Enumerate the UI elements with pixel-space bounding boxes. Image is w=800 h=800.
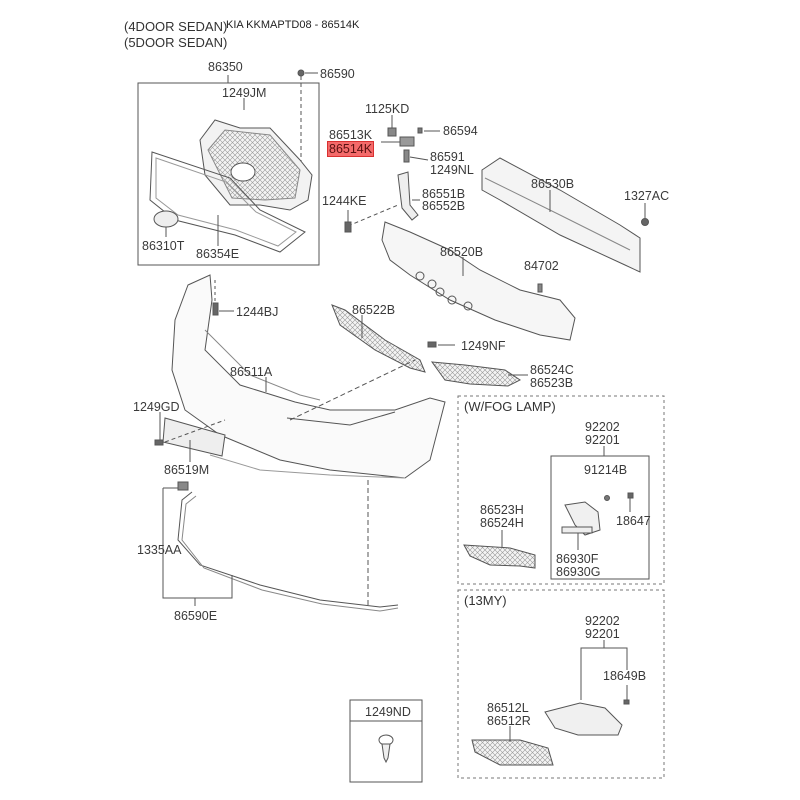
header-5door: (5DOOR SEDAN) bbox=[124, 35, 228, 50]
fog-bezel bbox=[463, 544, 536, 569]
part-label[interactable]: 86524H bbox=[480, 516, 524, 530]
part-label[interactable]: 86354E bbox=[196, 247, 240, 261]
part-label[interactable]: 86350 bbox=[208, 60, 243, 74]
header-4door: (4DOOR SEDAN) bbox=[124, 19, 228, 34]
part-label[interactable]: 86930G bbox=[556, 565, 601, 579]
lower-grille bbox=[331, 304, 426, 373]
fog-lamp-label: (W/FOG LAMP) bbox=[464, 399, 556, 414]
13my-label: (13MY) bbox=[464, 593, 507, 608]
part-label[interactable]: 1249NL bbox=[430, 163, 474, 177]
part-label[interactable]: 1249GD bbox=[133, 400, 180, 414]
part-label[interactable]: 18649B bbox=[603, 669, 647, 683]
fog-lamp-inner-box bbox=[550, 455, 650, 580]
part-label[interactable]: 86511A bbox=[230, 365, 273, 379]
part-label[interactable]: 92201 bbox=[585, 433, 620, 447]
drl-bezel bbox=[471, 739, 554, 766]
part-label[interactable]: 1335AA bbox=[137, 543, 182, 557]
part-label[interactable]: 86530B bbox=[531, 177, 575, 191]
part-label[interactable]: 92201 bbox=[585, 627, 620, 641]
lower-lip bbox=[177, 491, 399, 608]
grille-frame bbox=[149, 151, 306, 253]
part-label[interactable]: 1249ND bbox=[365, 705, 411, 719]
part-label[interactable]: 86522B bbox=[352, 303, 396, 317]
part-label[interactable]: 86523B bbox=[530, 376, 574, 390]
part-label[interactable]: 86512R bbox=[487, 714, 531, 728]
bracket-86514K bbox=[399, 136, 415, 147]
part-label[interactable]: 86551B bbox=[422, 187, 466, 201]
bumper-cover bbox=[171, 274, 446, 479]
part-label-highlighted[interactable]: 86514K bbox=[327, 141, 375, 157]
part-label[interactable]: 1244KE bbox=[322, 194, 367, 208]
part-label[interactable]: 92202 bbox=[585, 614, 620, 628]
emblem-part bbox=[153, 210, 179, 228]
part-label[interactable]: 86513K bbox=[329, 128, 373, 142]
part-label[interactable]: 86523H bbox=[480, 503, 524, 517]
part-label[interactable]: 1125KD bbox=[365, 102, 410, 116]
part-label[interactable]: 86524C bbox=[530, 363, 574, 377]
drl-lamp-part bbox=[544, 702, 623, 736]
part-label[interactable]: 1327AC bbox=[624, 189, 670, 203]
part-label[interactable]: 86594 bbox=[443, 124, 478, 138]
13my-box bbox=[457, 589, 665, 779]
license-bracket bbox=[162, 417, 226, 457]
part-label[interactable]: 86520B bbox=[440, 245, 484, 259]
screw-icon bbox=[381, 743, 391, 764]
part-label[interactable]: 86930F bbox=[556, 552, 599, 566]
part-label[interactable]: 91214B bbox=[584, 463, 628, 477]
part-label[interactable]: 1249NF bbox=[461, 339, 506, 353]
part-label[interactable]: 18647 bbox=[616, 514, 651, 528]
part-label[interactable]: 86519M bbox=[164, 463, 210, 477]
part-label[interactable]: 86310T bbox=[142, 239, 185, 253]
fog-lamp-box bbox=[457, 395, 665, 585]
part-label[interactable]: 86590 bbox=[320, 67, 355, 81]
part-label[interactable]: 86590E bbox=[174, 609, 218, 623]
fog-cover bbox=[430, 361, 521, 387]
part-label[interactable]: 84702 bbox=[524, 259, 559, 273]
page-title: KIA KKMAPTD08 - 86514K bbox=[226, 19, 360, 31]
1249ND-box bbox=[349, 699, 423, 783]
part-label[interactable]: 1249JM bbox=[222, 86, 267, 100]
part-label[interactable]: 86512L bbox=[487, 701, 529, 715]
energy-absorber bbox=[381, 221, 576, 341]
part-label[interactable]: 92202 bbox=[585, 420, 620, 434]
part-label[interactable]: 86552B bbox=[422, 199, 466, 213]
part-label[interactable]: 86591 bbox=[430, 150, 465, 164]
part-label[interactable]: 1244BJ bbox=[236, 305, 279, 319]
